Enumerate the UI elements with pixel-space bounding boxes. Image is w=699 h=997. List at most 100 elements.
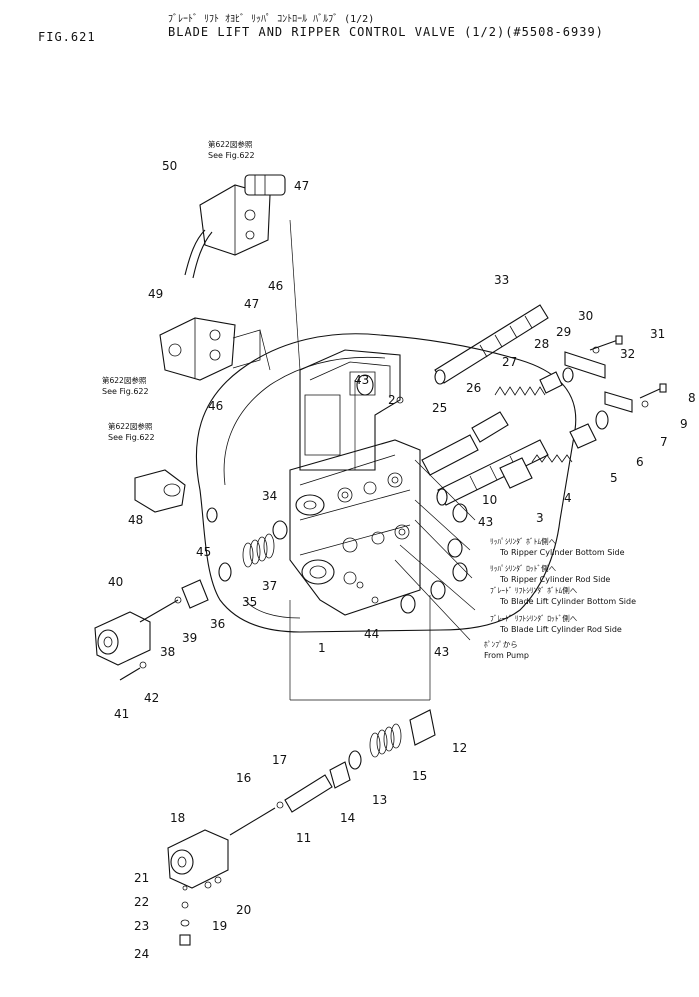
part-label-5: 5 <box>610 471 618 485</box>
part-20-washer <box>214 876 222 884</box>
part-label-27: 27 <box>502 355 517 369</box>
port-1-en: To Ripper Cylinder Bottom Side <box>499 548 625 557</box>
part-label-4: 4 <box>564 491 572 505</box>
part-label-26: 26 <box>466 381 481 395</box>
part-49-pilot-valve <box>159 317 261 381</box>
ref-3-en: See Fig.622 <box>108 433 155 442</box>
part-21-plug <box>182 885 188 891</box>
part-label-34: 34 <box>262 489 277 503</box>
valve-housing-outline <box>195 333 577 633</box>
part-11-piston <box>284 774 333 813</box>
part-label-1: 1 <box>318 641 326 655</box>
part-label-41: 41 <box>114 707 129 721</box>
part-19-washer <box>204 881 212 889</box>
part-label-43-a: 43 <box>354 373 369 387</box>
part-38-bolt <box>139 599 179 623</box>
part-24-plug <box>179 934 191 946</box>
part-44-plug <box>371 596 379 604</box>
part-label-46-a: 46 <box>268 279 283 293</box>
part-39-washer <box>174 596 182 604</box>
part-50-pilot-valve <box>184 174 286 279</box>
part-label-33: 33 <box>494 273 509 287</box>
part-7-cover <box>604 391 633 413</box>
part-33-spool <box>434 304 549 385</box>
part-6-o-ring <box>595 410 609 430</box>
part-label-23: 23 <box>134 919 149 933</box>
ref-1-jp: 第622図参照 <box>208 139 253 149</box>
part-label-22: 22 <box>134 895 149 909</box>
title-english: BLADE LIFT AND RIPPER CONTROL VALVE (1/2… <box>168 25 604 39</box>
part-label-18: 18 <box>170 811 185 825</box>
part-15-spring <box>369 723 402 758</box>
part-10-spool <box>436 439 549 506</box>
part-8-bolt <box>639 383 667 399</box>
part-label-43-b: 43 <box>478 515 493 529</box>
part-number-labels: 1 2 3 4 5 6 7 8 9 10 11 12 13 14 15 16 1… <box>108 159 696 961</box>
part-34-plug <box>272 520 288 540</box>
port-4-jp: ﾌﾞﾚｰﾄﾞ ﾘﾌﾄｼﾘﾝﾀﾞ ﾛｯﾄﾞ側へ <box>490 613 578 623</box>
part-22-washer <box>181 901 189 909</box>
ref-3-jp: 第622図参照 <box>108 421 153 431</box>
part-label-2: 2 <box>388 393 396 407</box>
part-label-29: 29 <box>556 325 571 339</box>
part-label-37: 37 <box>262 579 277 593</box>
part-31-bolt <box>589 335 623 351</box>
part-label-35: 35 <box>242 595 257 609</box>
valve-body-upper <box>299 349 401 471</box>
part-13-o-ring <box>348 750 362 770</box>
part-26-sleeve <box>471 411 509 443</box>
part-label-15: 15 <box>412 769 427 783</box>
port-2-jp: ﾘｯﾊﾟｼﾘﾝﾀﾞ ﾛｯﾄﾞ側へ <box>490 563 557 573</box>
part-label-28: 28 <box>534 337 549 351</box>
part-25-sleeve <box>421 434 479 476</box>
part-23-o-ring <box>180 919 190 927</box>
part-label-11: 11 <box>296 831 311 845</box>
part-9-washer <box>641 400 649 408</box>
part-label-36: 36 <box>210 617 225 631</box>
part-35-o-ring <box>218 562 232 582</box>
part-label-21: 21 <box>134 871 149 885</box>
part-label-13: 13 <box>372 793 387 807</box>
reference-notes: 第622図参照 See Fig.622 第622図参照 See Fig.622 … <box>102 139 255 442</box>
part-16-bolt <box>229 807 276 836</box>
figure-number: FIG.621 <box>38 30 96 44</box>
part-label-7: 7 <box>660 435 668 449</box>
part-14-plug <box>329 761 351 789</box>
part-5-plug <box>569 423 597 449</box>
part-29-o-ring <box>562 367 574 383</box>
part-28-plug <box>539 371 563 394</box>
part-42-washer <box>139 661 147 669</box>
part-label-42: 42 <box>144 691 159 705</box>
part-label-46-b: 46 <box>208 399 223 413</box>
port-5-jp: ﾎﾟﾝﾌﾟから <box>484 640 518 649</box>
part-36-plug <box>181 579 209 609</box>
part-45-o-ring <box>206 507 218 523</box>
part-37-spring <box>242 533 275 568</box>
port-5-en: From Pump <box>484 651 529 660</box>
part-label-20: 20 <box>236 903 251 917</box>
part-label-32: 32 <box>620 347 635 361</box>
part-label-30: 30 <box>578 309 593 323</box>
part-label-10: 10 <box>482 493 497 507</box>
port-4-en: To Blade Lift Cylinder Rod Side <box>499 625 622 634</box>
part-30-cover <box>564 351 606 379</box>
ref-1-en: See Fig.622 <box>208 151 255 160</box>
part-label-43-c: 43 <box>434 645 449 659</box>
part-18-cap <box>167 829 229 889</box>
part-label-14: 14 <box>340 811 355 825</box>
part-label-6: 6 <box>636 455 644 469</box>
part-17-washer <box>276 801 284 809</box>
part-label-45: 45 <box>196 545 211 559</box>
part-label-39: 39 <box>182 631 197 645</box>
part-4-spring <box>531 454 573 463</box>
ref-2-jp: 第622図参照 <box>102 375 147 385</box>
part-label-40: 40 <box>108 575 123 589</box>
part-40-cap <box>94 611 151 666</box>
part-label-9: 9 <box>680 417 688 431</box>
port-o-rings <box>356 374 468 614</box>
part-label-19: 19 <box>212 919 227 933</box>
valve-body <box>289 439 421 616</box>
part-label-47-b: 47 <box>244 297 259 311</box>
port-3-en: To Blade Lift Cylinder Bottom Side <box>499 597 636 606</box>
part-label-50: 50 <box>162 159 177 173</box>
